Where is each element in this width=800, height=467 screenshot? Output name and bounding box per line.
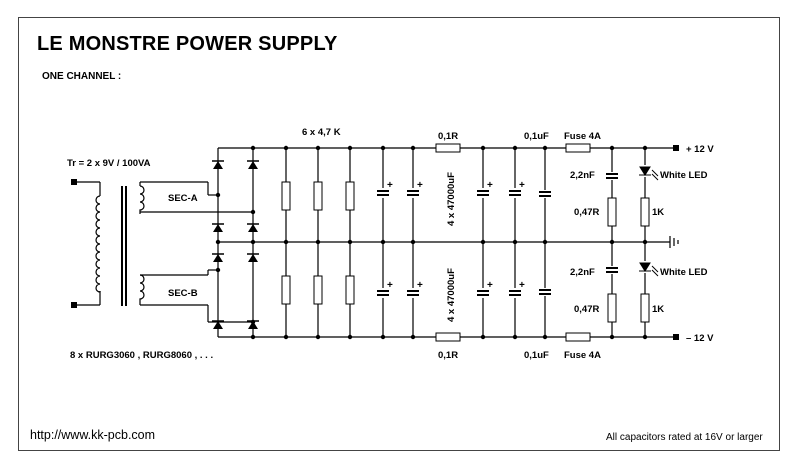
svg-text:+: + xyxy=(487,180,493,191)
transformer xyxy=(95,185,145,306)
plus-12v-label: + 12 V xyxy=(686,144,714,155)
subtitle: ONE CHANNEL : xyxy=(42,71,122,82)
cap-bank-top-label: 4 x 47000uF xyxy=(446,172,457,226)
schematic-labels: Tr = 2 x 9V / 100VA SEC-A SEC-B 8 x RURG… xyxy=(67,127,714,361)
electrolytic-capacitors xyxy=(376,188,522,298)
output-resistors xyxy=(607,197,650,323)
svg-text:+: + xyxy=(519,280,525,291)
fuse-top-label: Fuse 4A xyxy=(564,131,601,142)
footer-url: http://www.kk-pcb.com xyxy=(30,428,156,442)
svg-text:+: + xyxy=(417,180,423,191)
r047-bot-label: 0,47R xyxy=(574,304,599,315)
svg-text:+: + xyxy=(519,180,525,191)
led-top-label: White LED xyxy=(660,170,708,181)
page-title: LE MONSTRE POWER SUPPLY xyxy=(37,33,338,55)
r1k-bot-label: 1K xyxy=(652,304,664,315)
terminals xyxy=(71,145,679,340)
bridge-diodes xyxy=(211,160,260,330)
r-bot-label: 0,1R xyxy=(438,350,458,361)
footer-note: All capacitors rated at 16V or larger xyxy=(606,432,763,443)
white-led-icons xyxy=(638,165,659,277)
svg-text:+: + xyxy=(487,280,493,291)
r1k-top-label: 1K xyxy=(652,207,664,218)
transformer-label: Tr = 2 x 9V / 100VA xyxy=(67,158,151,169)
sec-a-label: SEC-A xyxy=(168,193,198,204)
r-top-label: 0,1R xyxy=(438,131,458,142)
c22-bot-label: 2,2nF xyxy=(570,267,595,278)
cap-top-label: 0,1uF xyxy=(524,131,549,142)
svg-text:+: + xyxy=(417,280,423,291)
bleeders-label: 6 x 4,7 K xyxy=(302,127,341,138)
diodes-label: 8 x RURG3060 , RURG8060 , . . . xyxy=(70,350,213,361)
film-capacitors xyxy=(538,172,619,296)
series-components xyxy=(435,143,591,342)
r047-top-label: 0,47R xyxy=(574,207,599,218)
cap-bank-bot-label: 4 x 47000uF xyxy=(446,268,457,322)
c22-top-label: 2,2nF xyxy=(570,170,595,181)
svg-text:+: + xyxy=(387,280,393,291)
fuse-bot-label: Fuse 4A xyxy=(564,350,601,361)
cap-bot-label: 0,1uF xyxy=(524,350,549,361)
sec-b-label: SEC-B xyxy=(168,288,198,299)
svg-text:+: + xyxy=(387,180,393,191)
cap-polarity-marks: + + + + + + + + xyxy=(387,180,525,291)
minus-12v-label: – 12 V xyxy=(686,333,714,344)
led-bot-label: White LED xyxy=(660,267,708,278)
border-frame xyxy=(18,17,780,451)
